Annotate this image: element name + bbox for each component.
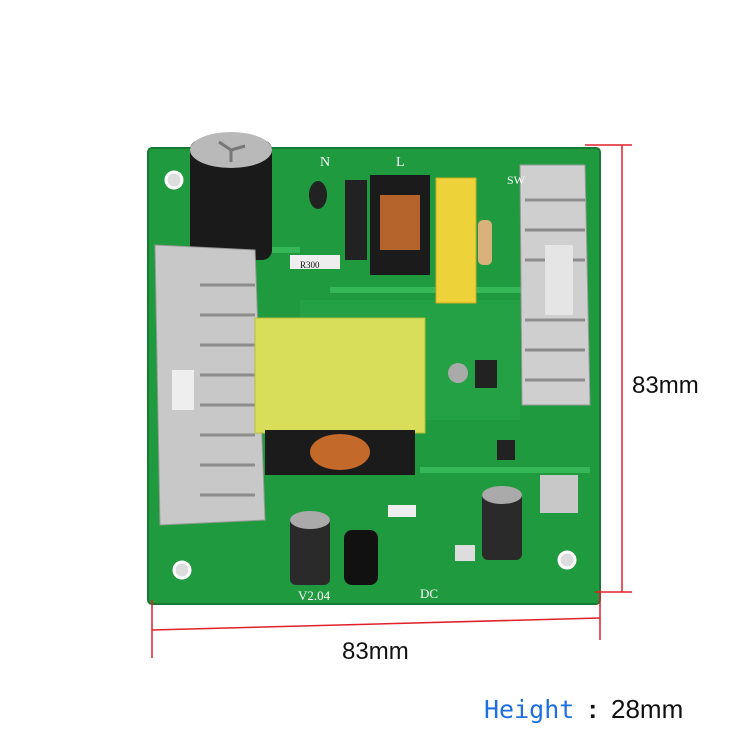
left-heatsink — [154, 244, 266, 526]
common-mode-choke — [345, 175, 430, 275]
thickness-separator: : — [588, 694, 597, 724]
thickness-caption: Height:28mm — [484, 694, 683, 725]
board-silkscreen: N L SW R300 V2.04 DC — [298, 155, 526, 603]
svg-text:SW: SW — [507, 173, 526, 187]
x-capacitor — [435, 177, 477, 304]
fuse — [478, 220, 492, 265]
thickness-value: 28mm — [610, 694, 684, 724]
width-dimension-label: 83mm — [342, 638, 409, 665]
svg-text:DC: DC — [420, 586, 438, 601]
dimension-lines — [151, 144, 632, 658]
transformer — [254, 317, 426, 475]
height-dimension-label: 83mm — [632, 372, 699, 399]
output-capacitors — [290, 475, 578, 585]
svg-text:R300: R300 — [300, 260, 320, 270]
smd-components — [290, 181, 515, 561]
right-heatsink — [519, 164, 591, 406]
electrolytic-capacitor — [190, 132, 272, 260]
thickness-key: Height — [484, 695, 575, 724]
svg-text:V2.04: V2.04 — [298, 588, 331, 603]
svg-text:N: N — [320, 155, 330, 170]
svg-text:L: L — [396, 155, 405, 170]
